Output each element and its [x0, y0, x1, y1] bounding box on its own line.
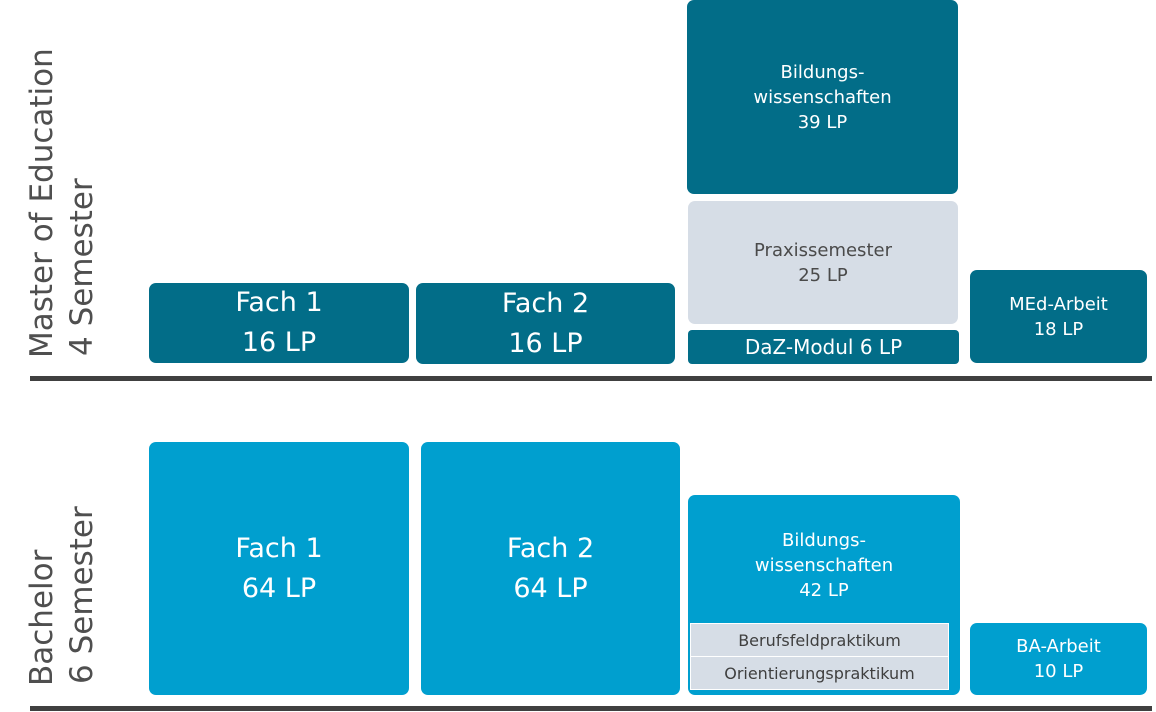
med-arbeit-box: MEd-Arbeit 18 LP [970, 270, 1147, 363]
bachelor-bildung-line1: Bildungs- [782, 530, 866, 551]
master-bildung-line1: Bildungs- [780, 61, 865, 83]
master-baseline [30, 376, 1152, 381]
bachelor-fach2-lp: 64 LP [513, 572, 588, 604]
bachelor-fach1-name: Fach 1 [235, 532, 323, 564]
praxissemester-lp: 25 LP [798, 264, 848, 286]
praxissemester-name: Praxissemester [754, 239, 892, 261]
master-fach2-box: Fach 2 16 LP [416, 283, 675, 364]
praxissemester-box: Praxissemester 25 LP [688, 201, 958, 324]
ba-arbeit-box: BA-Arbeit 10 LP [970, 623, 1147, 695]
bachelor-fach2-box: Fach 2 64 LP [421, 442, 680, 695]
bachelor-fach1-box: Fach 1 64 LP [149, 442, 409, 695]
bachelor-fach2-name: Fach 2 [506, 532, 595, 564]
berufsfeldpraktikum-label: Berufsfeldpraktikum [738, 630, 901, 650]
berufsfeldpraktikum-box: Berufsfeldpraktikum [690, 623, 949, 657]
master-bildung-lp: 39 LP [797, 111, 848, 133]
ba-arbeit-name: BA-Arbeit [1016, 636, 1101, 657]
orientierungspraktikum-box: Orientierungspraktikum [690, 656, 949, 690]
master-fach1-box: Fach 1 16 LP [149, 283, 409, 363]
orientierungspraktikum-label: Orientierungspraktikum [724, 663, 915, 683]
master-bildung-line2: wissenschaften [753, 86, 892, 108]
master-fach2-lp: 16 LP [508, 327, 583, 359]
master-fach2-name: Fach 2 [501, 287, 590, 319]
bachelor-baseline [30, 706, 1152, 711]
daz-modul-label: DaZ-Modul 6 LP [744, 335, 903, 359]
bachelor-label: Bachelor 6 Semester [22, 506, 102, 686]
bachelor-fach1-lp: 64 LP [241, 572, 317, 604]
bachelor-label-semester: 6 Semester [64, 506, 100, 684]
master-bildung-box: Bildungs- wissenschaften 39 LP [687, 0, 958, 194]
bachelor-label-title: Bachelor [24, 549, 60, 686]
master-fach1-name: Fach 1 [235, 287, 323, 318]
master-label: Master of Education 4 Semester [22, 48, 102, 358]
ba-arbeit-lp: 10 LP [1033, 661, 1084, 682]
med-arbeit-name: MEd-Arbeit [1009, 293, 1108, 315]
bachelor-bildung-line2: wissenschaften [754, 555, 894, 576]
master-label-semester: 4 Semester [64, 178, 100, 356]
med-arbeit-lp: 18 LP [1033, 318, 1084, 340]
bachelor-bildung-lp: 42 LP [799, 580, 849, 601]
daz-modul-box: DaZ-Modul 6 LP [688, 330, 959, 364]
master-label-title: Master of Education [24, 48, 60, 358]
master-fach1-lp: 16 LP [241, 327, 317, 358]
